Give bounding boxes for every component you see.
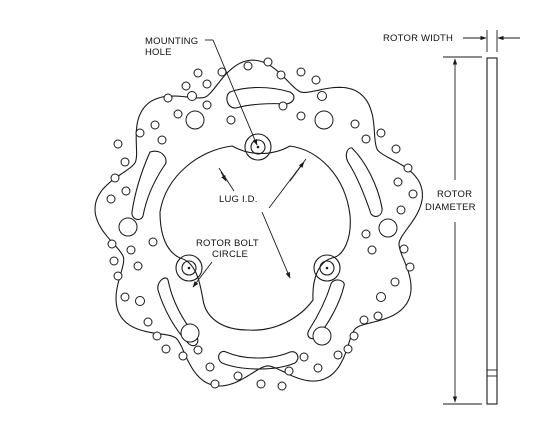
lug-id-dimension: LUG I.D. [218,158,307,209]
rotor-diameter-label-line2: DIAMETER [425,202,476,213]
rotor-width-label: ROTOR WIDTH [383,33,453,44]
mounting-hole-left [175,254,203,282]
mounting-hole-right [313,254,341,282]
mounting-hole-label-line1: MOUNTING [145,36,198,47]
rotor-bolt-circle-dimension: ROTOR BOLT CIRCLE [192,211,291,288]
rotor-drilled-holes [106,57,418,391]
rotor-diameter-label-line1: ROTOR [437,189,472,200]
mounting-hole-callout: MOUNTING HOLE [145,36,258,146]
mounting-hole-top [244,133,272,161]
rotor-side-view [486,57,498,405]
rotor-bolt-circle-label-line2: CIRCLE [212,249,248,260]
mounting-hole-label-line2: HOLE [145,47,172,58]
lug-id-label: LUG I.D. [219,194,258,205]
rotor-diameter-dimension: ROTOR DIAMETER [425,56,482,405]
rotor-slots [131,86,383,370]
rotor-outer-edge [94,59,423,387]
rotor-width-dimension: ROTOR WIDTH [383,30,520,52]
rotor-center-cutout [159,145,351,331]
rotor-bolt-circle-label-line1: ROTOR BOLT [196,238,259,249]
